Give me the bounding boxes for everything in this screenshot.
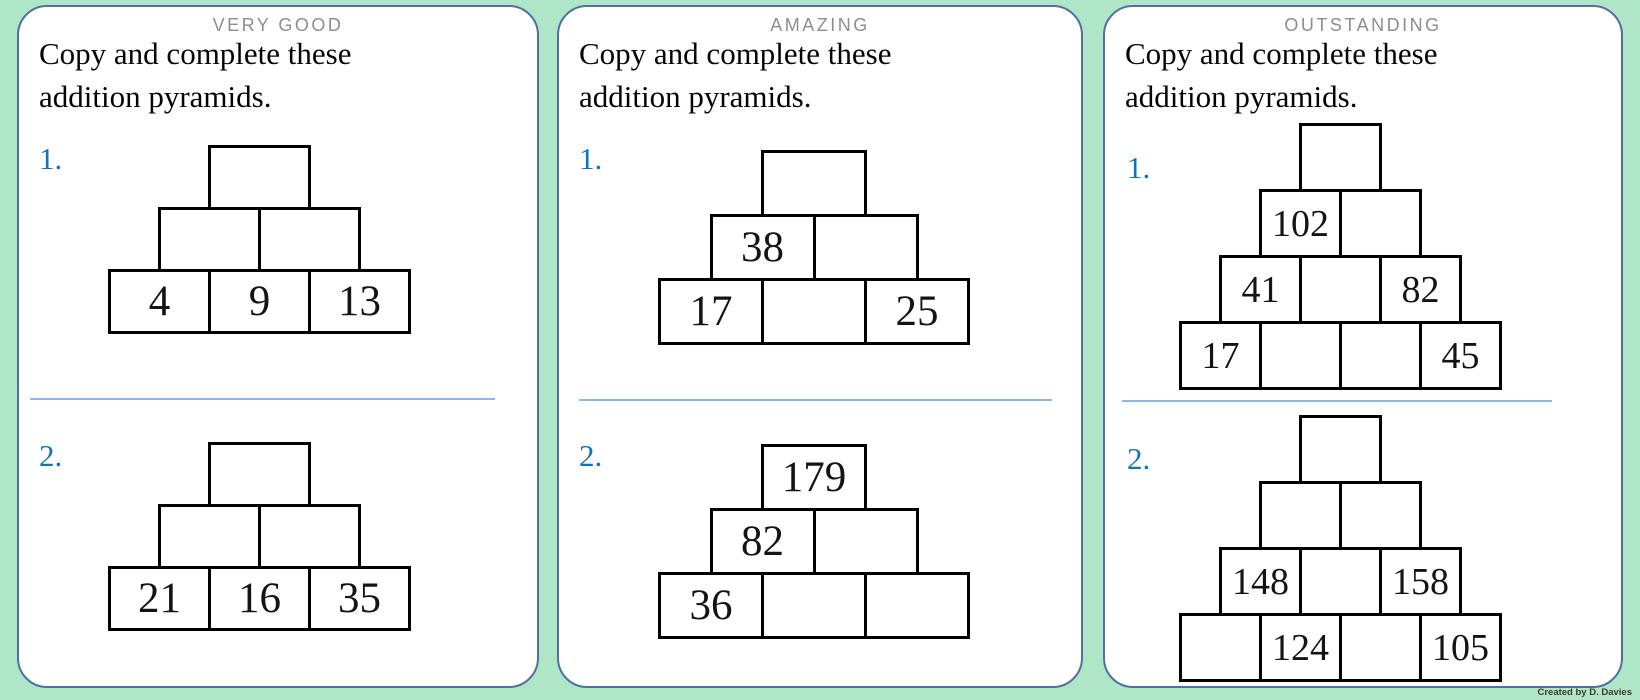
problem-separator-line [579,399,1052,401]
pyramid-cell-filled: 105 [1419,613,1502,682]
pyramid-cell-empty [1339,481,1422,550]
difficulty-label: OUTSTANDING [1284,15,1442,35]
card-amazing: AMAZING Copy and complete these addition… [557,5,1083,688]
pyramid-cell-empty [812,214,919,281]
pyramid-cell-empty [1339,321,1422,390]
pyramid-cell-empty [1299,415,1382,484]
pyramid-cell-filled: 158 [1379,547,1462,616]
pyramid-cell-filled: 45 [1419,321,1502,390]
pyramid-cell-filled: 17 [658,278,764,345]
pyramid-cell-empty [258,504,361,569]
problem-2-number: 2. [39,438,63,473]
pyramid-row: 102 [1259,189,1422,258]
pyramid-cell-filled: 148 [1219,547,1302,616]
pyramid-cell-filled: 21 [108,566,211,631]
problem-separator-line [1122,400,1552,402]
pyramid-row: 148 158 [1219,547,1462,616]
pyramid-row [208,145,311,210]
instruction-text: Copy and complete these addition pyramid… [1125,36,1438,114]
pyramid-row: 36 [658,572,970,639]
pyramid-cell-empty [864,572,970,639]
pyramid-cell-filled: 35 [308,566,411,631]
pyramid-cell-filled: 179 [761,444,867,511]
pyramid-row [1299,123,1382,192]
pyramid-cell-empty [1259,321,1342,390]
credit-text: Created by D. Davies [1537,687,1632,698]
addition-pyramid-2: 148 158 124 105 [1179,415,1502,682]
pyramid-row: 82 [709,508,919,575]
pyramid-cell-filled: 124 [1259,613,1342,682]
pyramid-cell-empty [1339,189,1422,258]
pyramid-cell-filled: 38 [709,214,816,281]
pyramid-cell-empty [158,504,261,569]
card-very-good: VERY GOOD Copy and complete these additi… [17,5,539,688]
pyramid-cell-filled: 9 [208,269,311,334]
pyramid-cell-filled: 41 [1219,255,1302,324]
pyramid-row [158,207,361,272]
pyramid-cell-filled: 17 [1179,321,1262,390]
pyramid-row: 179 [761,444,867,511]
pyramid-row [761,150,867,217]
pyramid-cell-empty [1299,123,1382,192]
pyramid-row: 124 105 [1179,613,1502,682]
pyramid-cell-empty [1339,613,1422,682]
pyramid-cell-empty [761,150,867,217]
problem-1-number: 1. [1127,150,1151,185]
pyramid-cell-empty [1259,481,1342,550]
problem-2-number: 2. [579,438,603,473]
difficulty-label: VERY GOOD [212,15,344,35]
pyramid-row: 41 82 [1219,255,1462,324]
pyramid-cell-empty [1299,255,1382,324]
pyramid-row [158,504,361,569]
pyramid-cell-filled: 4 [108,269,211,334]
pyramid-cell-empty [1179,613,1262,682]
pyramid-cell-filled: 25 [864,278,970,345]
pyramid-cell-filled: 102 [1259,189,1342,258]
pyramid-cell-empty [208,145,311,210]
pyramid-cell-filled: 82 [1379,255,1462,324]
instruction-text: Copy and complete these addition pyramid… [579,36,892,114]
problem-1-number: 1. [579,141,603,176]
pyramid-cell-empty [1299,547,1382,616]
card-outstanding: OUTSTANDING Copy and complete these addi… [1103,5,1623,688]
instruction-text: Copy and complete these addition pyramid… [39,36,352,114]
pyramid-row: 38 [709,214,919,281]
pyramid-cell-filled: 16 [208,566,311,631]
problem-1-number: 1. [39,141,63,176]
pyramid-row [208,442,311,507]
pyramid-cell-empty [761,278,867,345]
pyramid-cell-empty [812,508,919,575]
problem-separator-line [30,398,495,400]
pyramid-cell-empty [208,442,311,507]
pyramid-row [1259,481,1422,550]
pyramid-cell-filled: 36 [658,572,764,639]
pyramid-cell-empty [158,207,261,272]
problem-2-number: 2. [1127,441,1151,476]
pyramid-row [1299,415,1382,484]
pyramid-cell-empty [258,207,361,272]
pyramid-cell-empty [761,572,867,639]
difficulty-label: AMAZING [770,15,870,35]
pyramid-cell-filled: 13 [308,269,411,334]
pyramid-cell-filled: 82 [709,508,816,575]
